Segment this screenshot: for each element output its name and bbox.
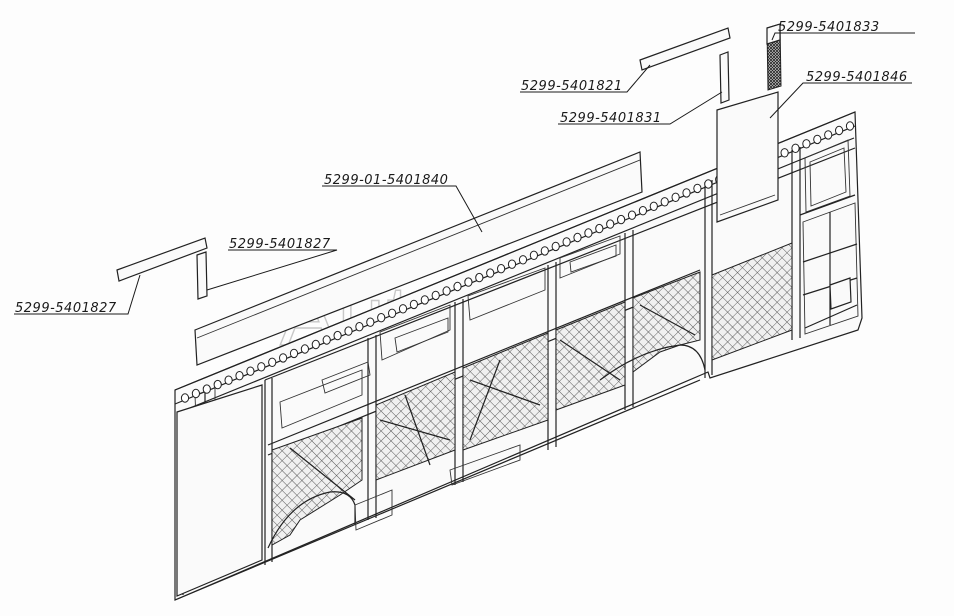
rivet-hole xyxy=(562,237,571,247)
rivet-hole xyxy=(845,121,855,131)
rivet-hole xyxy=(398,304,408,314)
callout-5401827-upper: 5299-5401827 xyxy=(229,237,331,252)
rivet-hole xyxy=(791,143,800,154)
callout-5401821: 5299-5401821 xyxy=(521,79,623,94)
rivet-hole xyxy=(813,134,822,145)
rivet-hole xyxy=(279,353,288,363)
rivet-hole xyxy=(660,197,669,207)
rivet-hole xyxy=(518,255,528,265)
rivet-hole xyxy=(475,272,484,283)
callout-5401846: 5299-5401846 xyxy=(806,70,908,85)
rivet-hole xyxy=(464,277,473,287)
part-5401846-panel xyxy=(716,91,779,223)
rivet-hole xyxy=(388,308,397,318)
rivet-hole xyxy=(638,206,648,216)
rivet-hole xyxy=(355,322,364,332)
rivet-hole xyxy=(824,130,833,140)
rivet-hole xyxy=(409,299,418,310)
rivet-hole xyxy=(649,201,658,212)
rivet-hole xyxy=(595,223,604,234)
rivet-hole xyxy=(573,232,582,243)
part-5401827-upright xyxy=(196,251,208,300)
rivet-hole xyxy=(682,188,691,198)
rivet-hole xyxy=(333,330,342,341)
rivet-hole xyxy=(213,379,222,390)
rivet-hole xyxy=(180,393,190,403)
rivet-hole xyxy=(704,179,713,189)
rivet-hole xyxy=(627,210,637,220)
rivet-hole xyxy=(420,295,429,305)
callout-5401833: 5299-5401833 xyxy=(778,20,880,35)
front-door-panel xyxy=(176,384,263,597)
rivet-hole xyxy=(617,214,626,225)
rivet-hole xyxy=(191,388,200,399)
rivet-hole xyxy=(835,125,844,136)
side-frame xyxy=(174,111,863,601)
rivet-hole xyxy=(202,384,211,394)
rivet-hole xyxy=(322,335,331,345)
callout-5401827-lower: 5299-5401827 xyxy=(15,301,117,316)
rivet-hole xyxy=(344,326,353,336)
rivet-hole xyxy=(246,366,255,376)
rivet-hole xyxy=(311,339,320,350)
rivet-hole xyxy=(671,192,680,203)
rivet-hole xyxy=(224,375,233,385)
leader-lines xyxy=(14,32,915,315)
rivet-hole xyxy=(529,250,539,261)
rivet-hole xyxy=(235,371,244,381)
rivet-hole xyxy=(584,228,593,238)
rivet-hole xyxy=(431,290,440,301)
part-5401840-panel xyxy=(194,151,643,366)
rivet-hole xyxy=(551,241,560,252)
rivet-hole xyxy=(802,139,811,149)
rivet-hole xyxy=(497,264,506,274)
rivet-hole xyxy=(693,183,702,194)
part-5401821-bar xyxy=(639,27,731,71)
callout-5401840: 5299-01-5401840 xyxy=(324,173,448,188)
rivet-hole xyxy=(507,259,517,269)
rivet-hole xyxy=(268,357,277,367)
rivet-hole xyxy=(540,246,549,256)
rivet-hole xyxy=(377,313,386,323)
rivet-hole xyxy=(486,268,495,278)
rivet-hole xyxy=(300,344,309,354)
rivet-hole xyxy=(366,317,375,327)
rivet-hole xyxy=(453,281,462,292)
callout-5401831: 5299-5401831 xyxy=(560,111,662,126)
rivet-hole xyxy=(289,348,299,359)
rivet-hole xyxy=(780,148,789,158)
part-5401827-bar xyxy=(116,237,208,282)
rivet-hole xyxy=(257,362,266,372)
part-5401831-upright xyxy=(719,51,730,104)
rivet-hole xyxy=(442,286,451,296)
rivet-hole xyxy=(606,219,615,229)
